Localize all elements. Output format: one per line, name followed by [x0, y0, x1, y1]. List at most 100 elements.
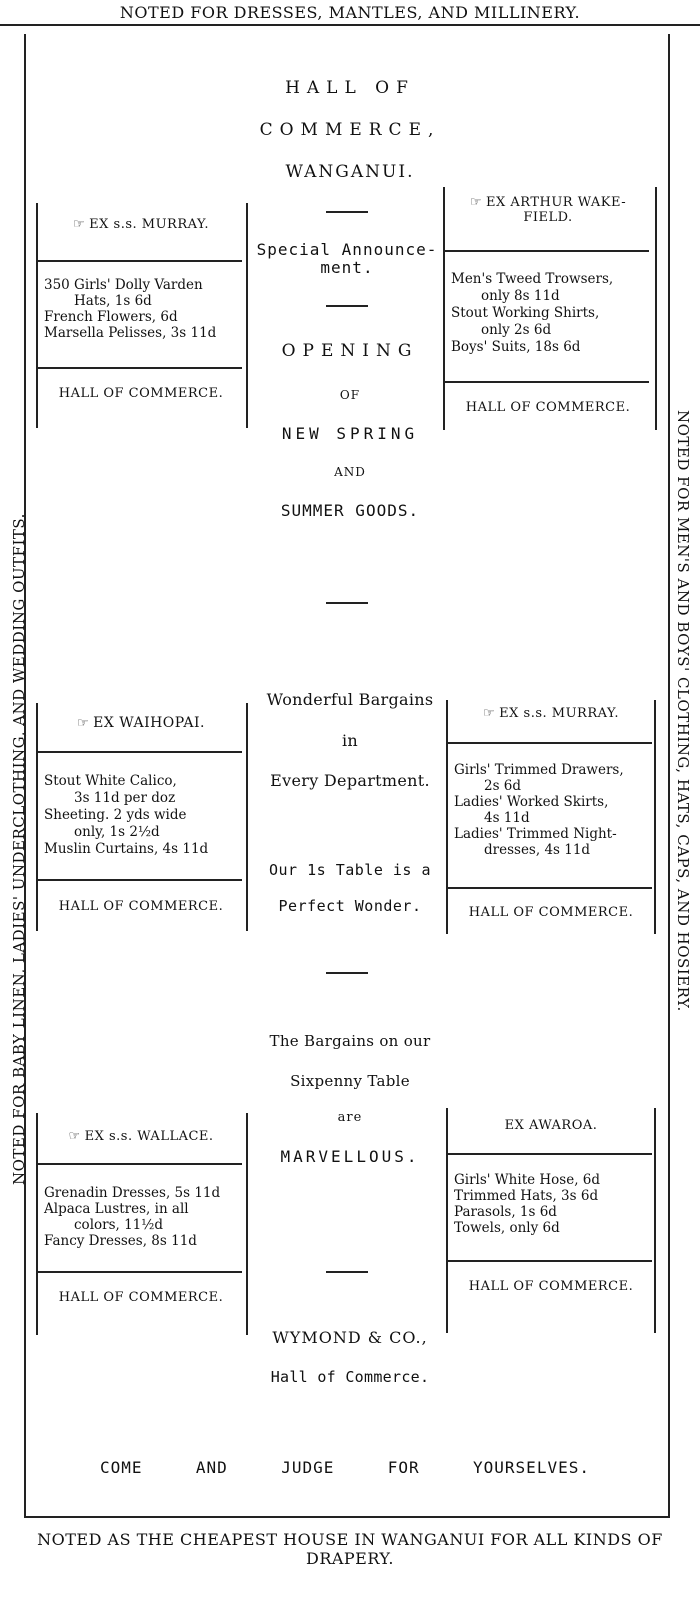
- center-marvellous: MARVELLOUS.: [280, 1147, 420, 1166]
- box-title: ☞EX s.s. MURRAY.: [482, 706, 620, 721]
- footer-text: NOTED AS THE CHEAPEST HOUSE IN WANGANUI …: [37, 1530, 663, 1568]
- box-line: Ladies' Worked Skirts,: [454, 794, 609, 810]
- box-right-rule: [246, 1113, 248, 1335]
- box-line: 3s 11d per doz: [74, 790, 176, 806]
- center-bargains-b: Sixpenny Table: [290, 1072, 410, 1090]
- box-left-rule: [36, 1113, 38, 1335]
- box-left-rule: [443, 187, 445, 430]
- box-line: Boys' Suits, 18s 6d: [451, 339, 581, 355]
- box-title: ☞EX s.s. MURRAY.: [72, 217, 210, 232]
- center-dash-5: [326, 1271, 368, 1273]
- box-right-rule: [655, 187, 657, 430]
- pointing-hand-icon: ☞: [469, 195, 482, 210]
- box-line: only 2s 6d: [481, 322, 552, 338]
- box-rule: [38, 260, 242, 262]
- ad-box-awaroa: EX AWAROA. Girls' White Hose, 6d Trimmed…: [446, 1108, 656, 1333]
- center-are: are: [337, 1110, 363, 1125]
- box-body: Girls' White Hose, 6d Trimmed Hats, 3s 6…: [454, 1172, 648, 1236]
- box-rule: [448, 887, 652, 889]
- box-line: only 8s 11d: [481, 288, 560, 304]
- center-summer-goods: SUMMER GOODS.: [280, 501, 420, 520]
- pointing-hand-icon: ☞: [68, 1129, 81, 1144]
- box-line: only, 1s 2½d: [74, 824, 160, 840]
- box-body: Girls' Trimmed Drawers, 2s 6d Ladies' Wo…: [454, 762, 648, 858]
- center-wonderful: Wonderful Bargains: [266, 690, 434, 709]
- header-rule: [0, 24, 700, 26]
- box-line: Girls' White Hose, 6d: [454, 1172, 601, 1188]
- box-footer: HALL OF COMMERCE.: [468, 905, 634, 920]
- box-body: Stout White Calico, 3s 11d per doz Sheet…: [44, 773, 238, 858]
- center-dash-4: [326, 972, 368, 974]
- box-title: EX AWAROA.: [504, 1118, 598, 1133]
- ad-box-murray-middle: ☞EX s.s. MURRAY. Girls' Trimmed Drawers,…: [446, 700, 656, 934]
- closing-word: JUDGE: [281, 1458, 335, 1477]
- ad-box-waihopai: ☞EX WAIHOPAI. Stout White Calico, 3s 11d…: [36, 703, 248, 931]
- box-line: Marsella Pelisses, 3s 11d: [44, 325, 217, 341]
- center-and: AND: [334, 465, 366, 479]
- center-opening: OPENING: [281, 341, 419, 361]
- box-left-rule: [446, 1108, 448, 1333]
- closing-line: COME AND JUDGE FOR YOURSELVES.: [100, 1458, 590, 1477]
- box-line: Towels, only 6d: [454, 1220, 560, 1236]
- box-rule: [448, 742, 652, 744]
- center-dash-2: [326, 305, 368, 307]
- center-every-dept: Every Department.: [270, 771, 430, 790]
- box-line: Stout White Calico,: [44, 773, 177, 789]
- pointing-hand-icon: ☞: [72, 217, 86, 232]
- frame-right-rule: [668, 34, 670, 1518]
- closing-word: COME: [100, 1458, 143, 1477]
- ad-box-murray-top: ☞EX s.s. MURRAY. 350 Girls' Dolly Varden…: [36, 203, 248, 428]
- box-line: Trimmed Hats, 3s 6d: [454, 1188, 599, 1204]
- box-line: Fancy Dresses, 8s 11d: [44, 1233, 197, 1249]
- pointing-hand-icon: ☞: [76, 716, 90, 731]
- box-footer: HALL OF COMMERCE.: [465, 400, 631, 415]
- box-footer: HALL OF COMMERCE.: [58, 899, 224, 914]
- box-left-rule: [446, 700, 448, 934]
- closing-word: AND: [195, 1458, 228, 1477]
- center-special: Special Announce-ment.: [256, 240, 438, 277]
- center-wanganui: WANGANUI.: [285, 162, 415, 182]
- box-line: Muslin Curtains, 4s 11d: [44, 841, 209, 857]
- box-right-rule: [654, 1108, 656, 1333]
- box-line: 4s 11d: [484, 810, 530, 826]
- center-hall-of: HALL OF: [285, 78, 415, 98]
- center-dash-1: [326, 211, 368, 213]
- frame-bottom-rule: [24, 1516, 670, 1518]
- center-dash-3: [326, 602, 368, 604]
- box-line: Grenadin Dresses, 5s 11d: [44, 1185, 221, 1201]
- box-body: Men's Tweed Trowsers, only 8s 11d Stout …: [451, 271, 645, 356]
- box-footer: HALL OF COMMERCE.: [58, 386, 224, 401]
- header-text: NOTED FOR DRESSES, MANTLES, AND MILLINER…: [119, 3, 581, 22]
- box-line: Men's Tweed Trowsers,: [451, 271, 614, 287]
- closing-word: YOURSELVES.: [473, 1458, 590, 1477]
- box-footer: HALL OF COMMERCE.: [58, 1290, 224, 1305]
- box-footer: HALL OF COMMERCE.: [468, 1279, 634, 1294]
- box-line: dresses, 4s 11d: [484, 842, 591, 858]
- box-right-rule: [654, 700, 656, 934]
- frame-left-rule: [24, 34, 26, 1518]
- center-wymond: WYMOND & CO.,: [272, 1328, 428, 1347]
- box-title: ☞EX s.s. WALLACE.: [68, 1129, 214, 1144]
- ad-box-wallace: ☞EX s.s. WALLACE. Grenadin Dresses, 5s 1…: [36, 1113, 248, 1335]
- box-rule: [38, 1163, 242, 1165]
- box-title: ☞EX ARTHUR WAKE-FIELD.: [469, 195, 627, 225]
- box-line: Ladies' Trimmed Night-: [454, 826, 617, 842]
- box-rule: [38, 1271, 242, 1273]
- closing-word: FOR: [387, 1458, 420, 1477]
- box-title: ☞EX WAIHOPAI.: [76, 715, 206, 731]
- box-line: Stout Working Shirts,: [451, 305, 600, 321]
- box-body: Grenadin Dresses, 5s 11d Alpaca Lustres,…: [44, 1185, 238, 1249]
- box-right-rule: [246, 703, 248, 931]
- center-commerce: COMMERCE,: [259, 120, 441, 140]
- box-line: Girls' Trimmed Drawers,: [454, 762, 624, 778]
- box-line: Alpaca Lustres, in all: [44, 1201, 189, 1217]
- box-body: 350 Girls' Dolly Varden Hats, 1s 6d Fren…: [44, 277, 238, 341]
- box-line: 2s 6d: [484, 778, 522, 794]
- box-rule: [38, 879, 242, 881]
- box-line: French Flowers, 6d: [44, 309, 178, 325]
- box-rule: [38, 367, 242, 369]
- box-left-rule: [36, 703, 38, 931]
- pointing-hand-icon: ☞: [482, 706, 496, 721]
- box-line: colors, 11½d: [74, 1217, 164, 1233]
- box-rule: [445, 250, 649, 252]
